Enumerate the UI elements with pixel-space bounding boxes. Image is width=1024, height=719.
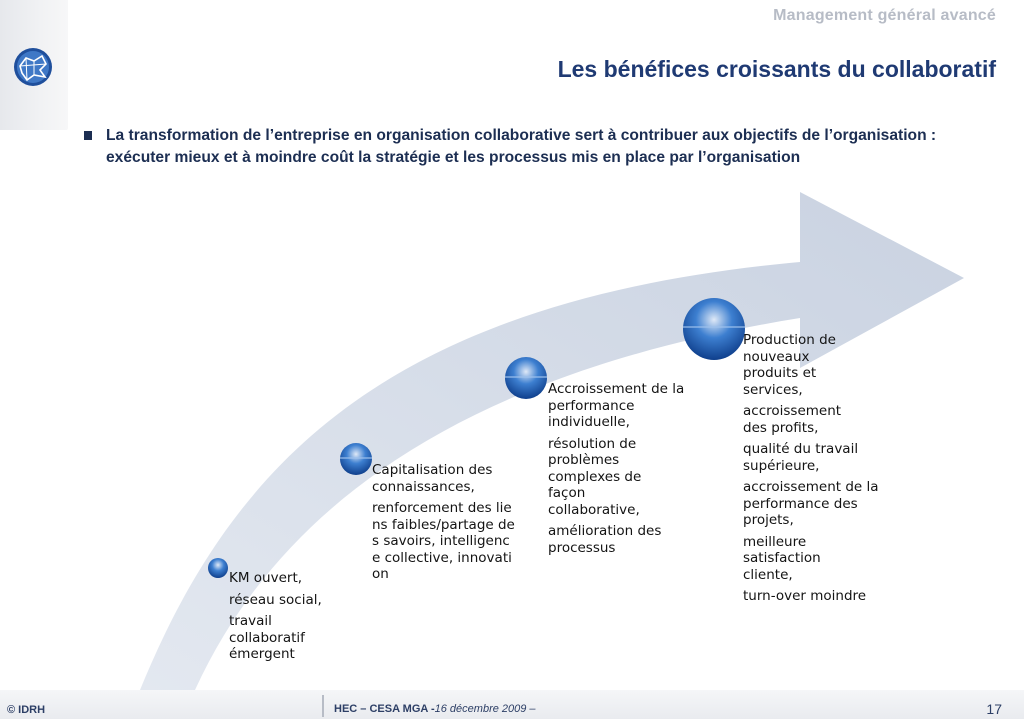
footer-divider: [322, 695, 324, 717]
stage-4-item: qualité du travail supérieure,: [743, 441, 859, 474]
page-title: Les bénéfices croissants du collaboratif: [557, 56, 996, 82]
stage-4-text: Production de nouveaux produits et servi…: [743, 332, 883, 610]
stage-3-text: Accroissement de la performance individu…: [548, 381, 688, 561]
page-number: 17: [986, 701, 1002, 717]
stage-4-circle: [683, 298, 745, 360]
stage-2-item: renforcement des liens faibles/partage d…: [372, 500, 515, 582]
stage-3-circle: [505, 357, 547, 399]
stage-1-item: KM ouvert,: [229, 570, 303, 586]
bullet-text: La transformation de l’entreprise en org…: [106, 127, 937, 166]
stage-1-item: travail collaboratif émergent: [229, 613, 305, 662]
stage-4-item: accroissement des profits,: [743, 403, 842, 436]
footer-date: 16 décembre 2009 –: [434, 703, 536, 715]
footer-course: HEC – CESA MGA -: [334, 703, 435, 715]
stage-1-circle: [208, 558, 228, 578]
stage-4-item: Production de nouveaux produits et servi…: [743, 332, 836, 398]
stage-1-text: KM ouvert, réseau social, travail collab…: [229, 570, 339, 668]
stage-2-text: Capitalisation des connaissances, renfor…: [372, 462, 522, 588]
footer-bar: [0, 690, 1024, 719]
header-subtitle: Management général avancé: [773, 7, 996, 24]
bullet-paragraph: La transformation de l’entreprise en org…: [84, 125, 974, 168]
stage-4-item: accroissement de la performance des proj…: [743, 479, 879, 528]
square-bullet-icon: [84, 131, 92, 140]
stage-2-item: Capitalisation des connaissances,: [372, 462, 493, 495]
stage-2-circle: [340, 443, 372, 475]
footer-center: HEC – CESA MGA -16 décembre 2009 –: [334, 703, 536, 715]
stage-4-item: meilleure satisfaction cliente,: [743, 533, 821, 583]
stage-1-item: réseau social,: [229, 591, 322, 608]
idrh-logo-icon: [14, 48, 52, 86]
stage-3-item: amélioration des processus: [548, 523, 662, 556]
stage-3-item: résolution de problèmes complexes de faç…: [548, 435, 642, 518]
footer-copyright: © IDRH: [7, 704, 46, 716]
stage-4-item: turn-over moindre: [743, 588, 867, 604]
stage-3-item: Accroissement de la performance individu…: [548, 381, 685, 430]
